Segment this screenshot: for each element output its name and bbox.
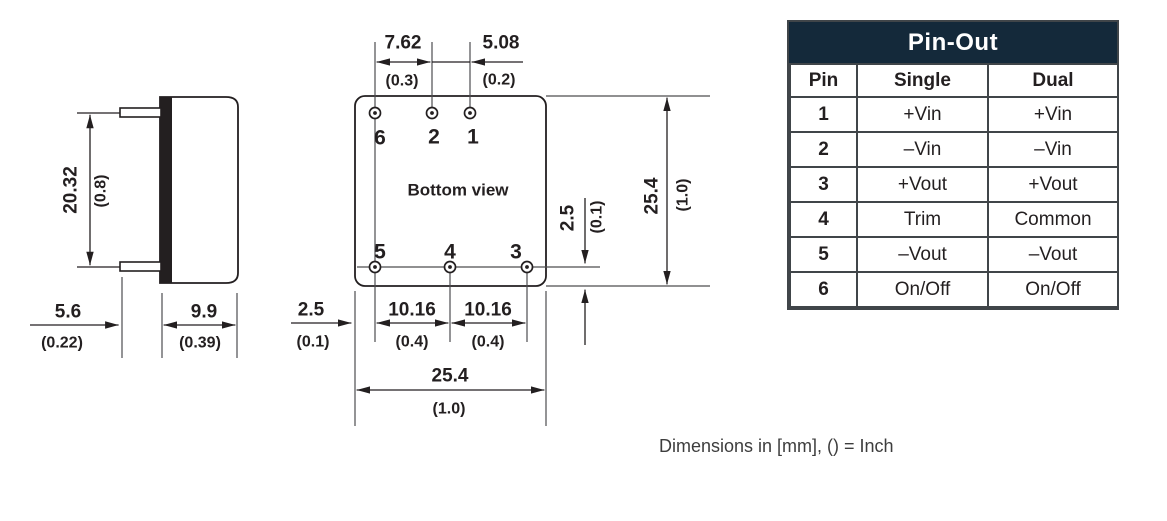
side-view: 20.32 (0.8) 5.6 (0.22) 9.9 (0.39) <box>30 96 239 358</box>
pin-3-label: 3 <box>510 241 522 264</box>
table-row: 6 On/Off On/Off <box>789 271 1119 308</box>
table-row: 3 +Vout +Vout <box>789 166 1119 203</box>
table-row: 2 –Vin –Vin <box>789 131 1119 168</box>
dim-pitch-6-2-in: (0.3) <box>386 73 419 90</box>
cell-pin: 6 <box>789 271 858 308</box>
cell-pin: 3 <box>789 166 858 203</box>
pin-2-marker <box>425 106 439 120</box>
dim-pin-length-in: (0.22) <box>41 335 83 352</box>
pinout-header-row: Pin Single Dual <box>789 63 1119 98</box>
dim-left-offset-in: (0.1) <box>297 334 330 351</box>
pin-4-label: 4 <box>444 241 456 264</box>
cell-dual: –Vin <box>987 131 1119 168</box>
cell-single: On/Off <box>856 271 989 308</box>
pin-3-marker <box>520 260 534 274</box>
dim-package-width-mm: 25.4 <box>432 366 469 387</box>
col-header-pin: Pin <box>789 63 858 98</box>
dim-row-offset-mm: 2.5 <box>558 204 579 231</box>
col-header-single: Single <box>856 63 989 98</box>
dimension-notes: Dimensions in [mm], () = Inch Tolerances… <box>659 371 954 521</box>
side-view-pin-bottom <box>119 261 162 272</box>
pin-2-label: 2 <box>428 126 440 149</box>
dim-pitch-5-4-in: (0.4) <box>396 334 429 351</box>
pinout-table-title: Pin-Out <box>789 22 1117 63</box>
dim-side-height-mm: 20.32 <box>61 166 82 214</box>
cell-dual: On/Off <box>987 271 1119 308</box>
dim-pitch-5-4-mm: 10.16 <box>388 300 436 321</box>
pin-1-marker <box>463 106 477 120</box>
dim-row-offset-in: (0.1) <box>589 201 606 234</box>
pin-6-marker <box>368 106 382 120</box>
dim-pitch-6-2-mm: 7.62 <box>385 33 422 54</box>
pinout-table: Pin-Out Pin Single Dual 1 +Vin +Vin 2 –V… <box>787 20 1119 310</box>
cell-single: –Vout <box>856 236 989 273</box>
cell-dual: –Vout <box>987 236 1119 273</box>
cell-dual: +Vin <box>987 96 1119 133</box>
cell-dual: Common <box>987 201 1119 238</box>
cell-single: +Vin <box>856 96 989 133</box>
pin-4-marker <box>443 260 457 274</box>
side-view-body <box>159 96 239 284</box>
dim-package-height-in: (1.0) <box>675 179 692 212</box>
cell-pin: 2 <box>789 131 858 168</box>
bottom-view: 7.62 (0.3) 5.08 (0.2) 2.5 (0.1) 25.4 (1.… <box>291 33 710 426</box>
dim-pitch-4-3-in: (0.4) <box>472 334 505 351</box>
cell-pin: 4 <box>789 201 858 238</box>
side-view-mounting-face <box>160 97 172 283</box>
note-units: Dimensions in [mm], () = Inch <box>659 436 894 456</box>
dim-body-depth-in: (0.39) <box>179 335 221 352</box>
table-row: 4 Trim Common <box>789 201 1119 238</box>
cell-single: –Vin <box>856 131 989 168</box>
pin-5-label: 5 <box>374 241 386 264</box>
dim-package-height-mm: 25.4 <box>642 177 663 214</box>
cell-pin: 5 <box>789 236 858 273</box>
dim-pitch-2-1-in: (0.2) <box>483 72 516 89</box>
dim-side-height-in: (0.8) <box>93 175 110 208</box>
cell-single: Trim <box>856 201 989 238</box>
cell-dual: +Vout <box>987 166 1119 203</box>
pin-6-label: 6 <box>374 127 386 150</box>
cell-pin: 1 <box>789 96 858 133</box>
table-row: 1 +Vin +Vin <box>789 96 1119 133</box>
side-view-pin-top <box>119 107 162 118</box>
dim-left-offset-mm: 2.5 <box>298 300 325 321</box>
pinout-table-grid: Pin Single Dual 1 +Vin +Vin 2 –Vin –Vin … <box>789 63 1119 308</box>
pin-5-marker <box>368 260 382 274</box>
dim-pitch-2-1-mm: 5.08 <box>483 33 520 54</box>
col-header-dual: Dual <box>987 63 1119 98</box>
package-dimension-drawing: 20.32 (0.8) 5.6 (0.22) 9.9 (0.39) <box>30 33 710 426</box>
dim-package-width-in: (1.0) <box>433 401 466 418</box>
dim-pitch-4-3-mm: 10.16 <box>464 300 512 321</box>
table-row: 5 –Vout –Vout <box>789 236 1119 273</box>
pin-1-label: 1 <box>467 126 479 149</box>
cell-single: +Vout <box>856 166 989 203</box>
dim-body-depth-mm: 9.9 <box>191 302 217 323</box>
bottom-view-caption: Bottom view <box>407 181 509 200</box>
dim-pin-length-mm: 5.6 <box>55 302 81 323</box>
